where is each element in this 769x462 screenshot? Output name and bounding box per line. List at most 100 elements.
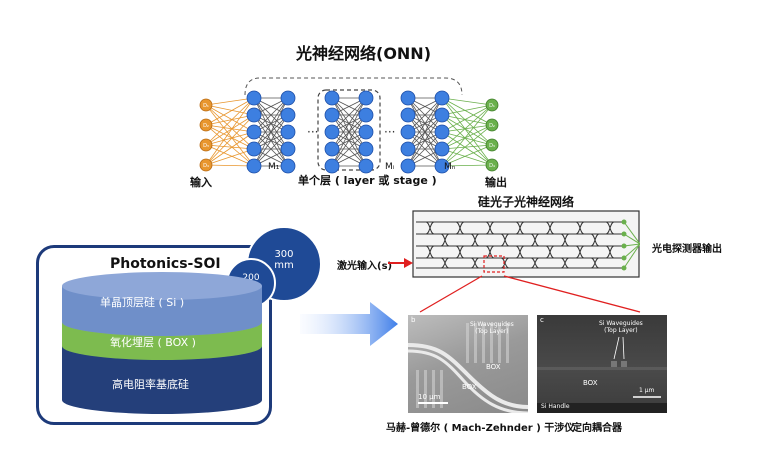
- mesh-coupler: [425, 245, 435, 259]
- mesh-coupler: [455, 245, 465, 259]
- sem-right-letter: c: [540, 316, 544, 324]
- onn-edge: [205, 144, 255, 150]
- mesh-coupler: [575, 221, 585, 235]
- wafer-300mm-label: 300 mm: [274, 249, 294, 271]
- onn-edge: [253, 97, 289, 150]
- hidden-node: [324, 158, 340, 174]
- layer-substrate: 高电阻率基底硅: [112, 378, 189, 391]
- detector-node: [621, 231, 627, 237]
- hidden-node: [358, 124, 374, 140]
- mesh-coupler: [485, 245, 495, 259]
- onn-edge: [331, 114, 367, 167]
- hidden-node: [434, 107, 450, 123]
- output-node: [485, 158, 499, 172]
- hidden-node: [358, 158, 374, 174]
- output-node-label: D₄: [489, 163, 495, 169]
- onn-bracket: [244, 77, 463, 96]
- hidden-node: [400, 158, 416, 174]
- sem-left-box2: BOX: [462, 383, 477, 391]
- input-node: [199, 158, 213, 172]
- single-layer-box: [317, 89, 381, 171]
- mesh-coupler: [560, 233, 570, 247]
- input-node: [199, 118, 213, 132]
- onn-edge: [441, 124, 493, 167]
- mesh-coupler: [440, 233, 450, 247]
- mesh-coupler: [530, 257, 540, 269]
- input-node-label: D₄: [203, 163, 209, 169]
- onn-edge: [253, 131, 289, 167]
- onn-edge: [407, 131, 443, 167]
- onn-edge: [205, 124, 255, 167]
- input-node-label: D₁: [203, 103, 209, 109]
- onn-edge: [205, 104, 255, 116]
- onn-edge: [441, 104, 493, 116]
- onn-edge: [441, 97, 493, 146]
- onn-edge: [253, 114, 289, 167]
- detector-line: [623, 221, 640, 245]
- onn-edge: [441, 97, 493, 166]
- onn-edge: [407, 97, 443, 133]
- hidden-node: [434, 158, 450, 174]
- hidden-node: [246, 90, 262, 106]
- sem-right-scale: 1 μm: [639, 387, 655, 394]
- mesh-coupler: [605, 245, 615, 259]
- onn-edge: [441, 144, 493, 167]
- hidden-node: [280, 107, 296, 123]
- soi-layer-stack: [62, 272, 262, 414]
- hidden-node: [324, 124, 340, 140]
- mesh-coupler: [545, 245, 555, 259]
- output-node: [485, 118, 499, 132]
- onn-edge: [205, 124, 255, 150]
- onn-edge: [441, 114, 493, 126]
- laser-arrow: [388, 258, 413, 268]
- hidden-node: [358, 141, 374, 157]
- sem-right-box: BOX: [583, 379, 598, 387]
- layer-box: 氧化埋层 ( BOX ): [110, 336, 196, 349]
- input-node: [199, 98, 213, 112]
- onn-edge: [441, 104, 493, 133]
- onn-edge: [205, 114, 255, 166]
- hidden-node: [358, 90, 374, 106]
- sem-right-waveguides: Si Waveguides (Top Layer): [599, 320, 643, 334]
- hidden-node: [324, 90, 340, 106]
- sem-right-image: [537, 336, 667, 413]
- onn-title: 光神经网络(ONN): [296, 44, 432, 63]
- mesh-coupler: [590, 257, 600, 269]
- mesh-coupler: [425, 221, 435, 235]
- onn-edge: [205, 97, 255, 106]
- detector-line: [623, 243, 640, 247]
- hidden-node: [324, 141, 340, 157]
- hidden-node: [280, 141, 296, 157]
- hidden-node: [434, 141, 450, 157]
- hidden-node: [280, 124, 296, 140]
- sem-left-waveguides: Si Waveguides (Top Layer): [470, 321, 514, 335]
- single-layer-label: 单个层 ( layer 或 stage ): [298, 174, 437, 187]
- input-node-label: D₃: [203, 143, 209, 149]
- hidden-node: [246, 107, 262, 123]
- mesh-coupler: [590, 233, 600, 247]
- mesh-coupler: [545, 221, 555, 235]
- hidden-node: [400, 90, 416, 106]
- onn-edge: [331, 97, 367, 133]
- sem-left-panel: b Si Waveguides (Top Layer) BOX BOX 10 μ…: [408, 315, 528, 413]
- mesh-coupler: [515, 245, 525, 259]
- onn-edge: [441, 124, 493, 150]
- onn-edge: [441, 97, 493, 106]
- detector-node: [621, 219, 627, 225]
- onn-edge: [441, 164, 493, 167]
- ellipsis-1: ···: [307, 125, 318, 139]
- ellipsis-2: ···: [384, 125, 395, 139]
- onn-edge: [205, 104, 255, 150]
- mesh-coupler: [560, 257, 570, 269]
- hidden-node: [280, 158, 296, 174]
- onn-edge: [205, 124, 255, 133]
- sem-left-box1: BOX: [486, 363, 501, 371]
- output-node-label: D₁: [489, 103, 495, 109]
- sem-right-panel: c Si Waveguides (Top Layer) BOX 1 μm Si …: [537, 315, 667, 413]
- onn-edge: [205, 97, 255, 146]
- onn-edge: [331, 97, 367, 167]
- hidden-node: [434, 124, 450, 140]
- onn-edge: [407, 97, 443, 167]
- onn-edge: [205, 144, 255, 167]
- chip-mesh: [412, 210, 640, 278]
